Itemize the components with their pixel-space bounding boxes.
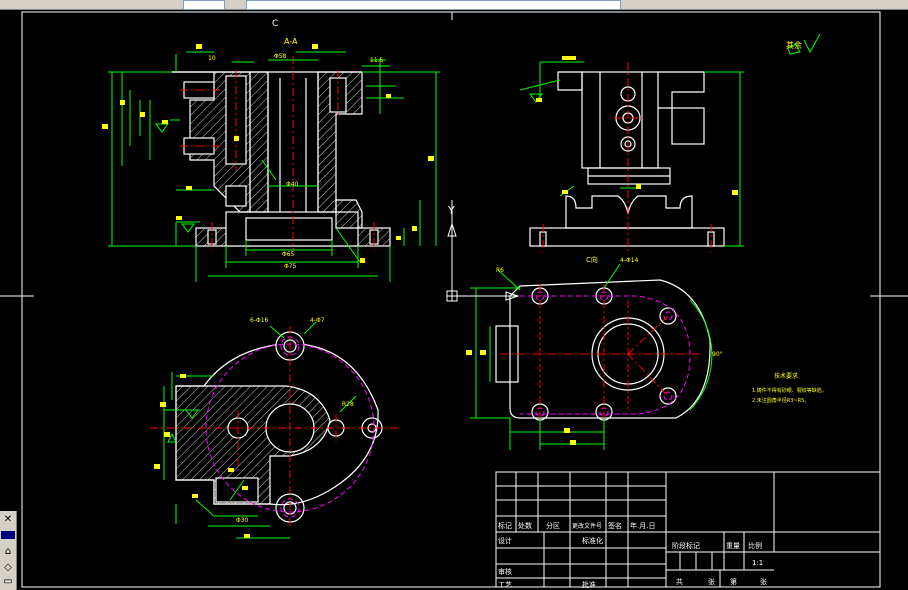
toolbar-field[interactable] bbox=[246, 0, 621, 10]
tb-header-mark: 标记 bbox=[498, 521, 512, 530]
tb-design: 设计 bbox=[498, 536, 512, 545]
polar-icon[interactable]: ◇ bbox=[4, 562, 12, 573]
dim-90deg: 90° bbox=[712, 351, 723, 358]
toolbar-dropdown[interactable] bbox=[183, 0, 225, 10]
view-c-marker: C bbox=[272, 19, 278, 29]
tb-sheet-total: 共 bbox=[676, 577, 683, 586]
view-c-title: C向 bbox=[586, 255, 598, 264]
tb-standardize: 标准化 bbox=[582, 536, 603, 545]
tb-review: 审核 bbox=[498, 567, 512, 576]
view-c[interactable]: C向 4-Φ14 R6 90° Y bbox=[446, 200, 723, 450]
ortho-icon[interactable]: ▭ bbox=[3, 576, 13, 587]
drawing-canvas[interactable]: A-A C Φ58 Φ40 Φ65 Φ75 11.5 10 bbox=[0, 9, 908, 590]
y-axis-label: Y bbox=[447, 204, 455, 217]
dim-phi30: Φ30 bbox=[236, 517, 249, 524]
dim-r28: R28 bbox=[342, 401, 354, 408]
toolbar-title-bar[interactable] bbox=[1, 531, 15, 539]
others-note: 其余 bbox=[786, 40, 802, 50]
tb-stage: 阶段标记 bbox=[672, 541, 700, 550]
dim-10: 10 bbox=[208, 55, 216, 62]
snap-toolbar: ✕ ⌂ ◇ ▭ bbox=[0, 511, 17, 590]
tb-sheet-unit: 张 bbox=[708, 577, 715, 586]
technical-requirements: 技术要求 1.铸件不得有砂眼、裂纹等缺陷。 2.未注圆角半径R3~R5。 bbox=[752, 372, 827, 404]
dim-4-phi14: 4-Φ14 bbox=[620, 257, 639, 264]
close-icon[interactable]: ✕ bbox=[3, 514, 13, 525]
tb-scale-value: 1:1 bbox=[752, 559, 763, 567]
tb-header-sign: 签名 bbox=[608, 521, 622, 530]
tb-sheet-no: 第 bbox=[730, 577, 737, 586]
top-toolbar-strip bbox=[0, 0, 908, 10]
tb-sheet-unit2: 张 bbox=[760, 577, 767, 586]
dim-r6: R6 bbox=[496, 267, 504, 274]
tb-header-count: 处数 bbox=[518, 521, 532, 530]
top-view[interactable]: 6-Φ16 4-Φ7 R28 Φ30 bbox=[150, 317, 400, 539]
osnap-icon[interactable]: ⌂ bbox=[4, 546, 12, 557]
sheet-border bbox=[21, 11, 881, 588]
dim-phi58: Φ58 bbox=[274, 53, 287, 60]
tb-scale-label: 比例 bbox=[748, 541, 762, 550]
tb-process: 工艺 bbox=[498, 581, 512, 589]
dim-4-phi7: 4-Φ7 bbox=[310, 317, 325, 324]
dim-phi40: Φ40 bbox=[286, 181, 299, 188]
tb-approve: 批准 bbox=[582, 580, 596, 589]
tb-weight: 重量 bbox=[726, 542, 740, 550]
tech-req-line1: 1.铸件不得有砂眼、裂纹等缺陷。 bbox=[752, 387, 827, 394]
dim-6-phi16: 6-Φ16 bbox=[250, 317, 269, 324]
tb-header-date: 年.月.日 bbox=[630, 521, 655, 530]
side-view[interactable]: 其余 bbox=[519, 33, 821, 252]
section-label: A-A bbox=[284, 37, 298, 46]
tb-header-zone: 分区 bbox=[546, 521, 560, 530]
dim-phi75: Φ75 bbox=[284, 263, 297, 270]
tb-header-doc: 更改文件号 bbox=[572, 522, 602, 530]
dim-phi65: Φ65 bbox=[282, 251, 295, 258]
tech-req-line2: 2.未注圆角半径R3~R5。 bbox=[752, 397, 809, 404]
dim-11-5: 11.5 bbox=[370, 57, 384, 64]
tech-req-title: 技术要求 bbox=[774, 372, 798, 380]
title-block[interactable]: 标记 处数 分区 更改文件号 签名 年.月.日 设计 标准化 审核 工艺 批准 … bbox=[495, 471, 881, 589]
front-section-view[interactable]: A-A C Φ58 Φ40 Φ65 Φ75 11.5 10 bbox=[102, 19, 440, 282]
